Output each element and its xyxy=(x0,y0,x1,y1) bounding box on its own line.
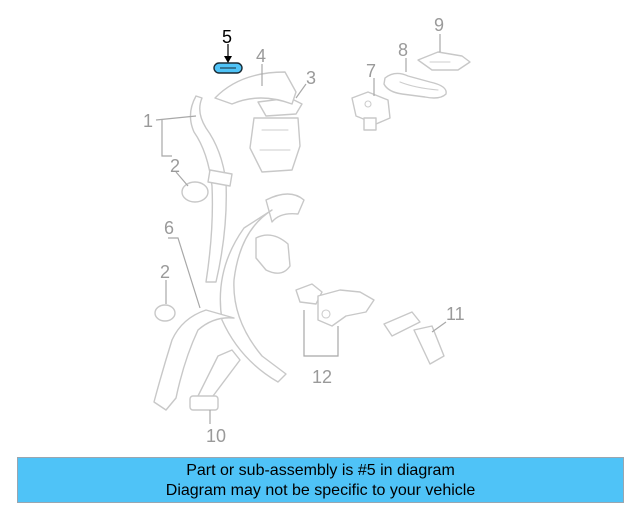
callout-5: 5 xyxy=(222,27,232,47)
banner-line-1: Part or sub-assembly is #5 in diagram xyxy=(186,462,455,479)
callout-4: 4 xyxy=(256,46,266,66)
part-2-cap-upper xyxy=(181,181,209,203)
callout-1: 1 xyxy=(143,111,153,131)
part-12-anchors xyxy=(295,283,375,327)
callout-3: 3 xyxy=(306,68,316,88)
seat-belt-diagram: 5 4 3 1 2 7 8 9 6 2 11 12 10 xyxy=(143,15,471,446)
leader-lines xyxy=(155,34,447,424)
callout-7: 7 xyxy=(366,61,376,81)
callout-11: 11 xyxy=(446,304,465,324)
part-11-buckle-assembly xyxy=(383,311,445,365)
callout-10: 10 xyxy=(206,426,226,446)
callout-12: 12 xyxy=(312,367,332,387)
part-9-cover xyxy=(417,51,471,71)
part-2-cap-lower xyxy=(154,304,176,322)
callout-2-upper: 2 xyxy=(170,156,180,176)
callout-9: 9 xyxy=(434,15,444,35)
callout-8: 8 xyxy=(398,40,408,60)
info-banner: Part or sub-assembly is #5 in diagram Di… xyxy=(17,457,624,503)
part-5-highlighted[interactable] xyxy=(213,62,243,74)
part-10-buckle xyxy=(189,349,241,411)
part-1-front-belt xyxy=(189,95,233,283)
banner-line-2: Diagram may not be specific to your vehi… xyxy=(165,482,476,499)
part-7-adjuster xyxy=(351,91,391,131)
callout-2-lower: 2 xyxy=(160,262,170,282)
part-4-retractor xyxy=(214,71,301,173)
part-6-rear-belt xyxy=(153,309,235,411)
part-8-guide xyxy=(383,72,447,99)
rear-retractor xyxy=(219,193,305,383)
callout-6: 6 xyxy=(164,218,174,238)
